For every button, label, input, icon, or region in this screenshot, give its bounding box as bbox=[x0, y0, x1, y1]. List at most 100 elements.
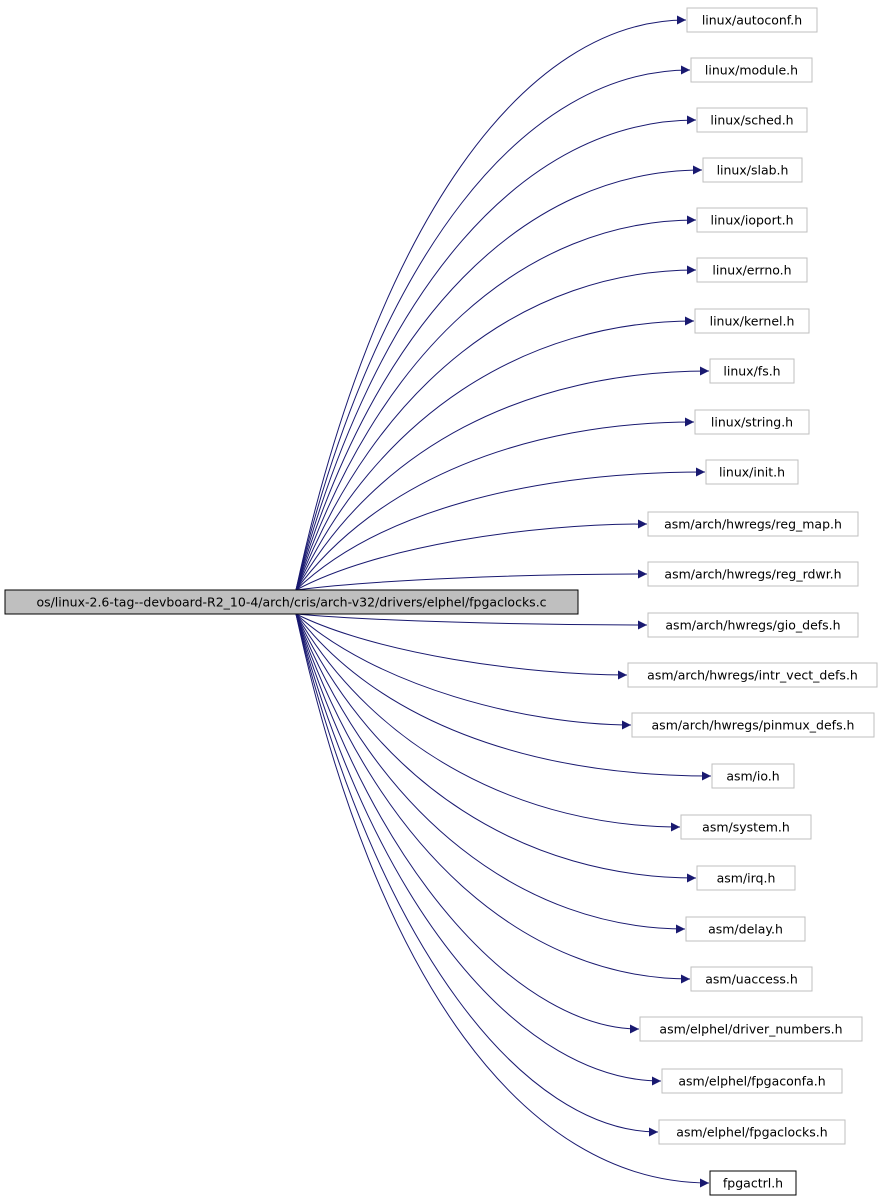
include-edges bbox=[295, 15, 712, 1188]
include-node-label: asm/io.h bbox=[726, 769, 779, 784]
include-nodes: linux/autoconf.h linux/module.h linux/sche… bbox=[627, 7, 878, 1196]
include-node-label: linux/fs.h bbox=[723, 364, 780, 379]
include-edge bbox=[295, 316, 695, 591]
include-edge bbox=[295, 613, 697, 883]
include-edge bbox=[295, 15, 687, 591]
include-node-box bbox=[661, 1068, 843, 1094]
source-file-box bbox=[4, 589, 579, 615]
include-node-box bbox=[685, 916, 806, 942]
include-node[interactable]: asm/system.h bbox=[680, 814, 812, 840]
include-node[interactable]: linux/autoconf.h bbox=[686, 7, 818, 33]
include-node[interactable]: asm/delay.h bbox=[685, 916, 806, 942]
include-node-label: asm/elphel/fpgaclocks.h bbox=[676, 1125, 827, 1140]
include-node[interactable]: asm/io.h bbox=[711, 763, 795, 789]
include-node[interactable]: linux/slab.h bbox=[702, 157, 803, 183]
include-node-box bbox=[647, 561, 859, 587]
source-file-label: os/linux-2.6-tag--devboard-R2_10-4/arch/… bbox=[36, 595, 546, 610]
include-node[interactable]: asm/arch/hwregs/gio_defs.h bbox=[647, 612, 859, 638]
include-edge bbox=[295, 265, 697, 591]
include-node-label: asm/arch/hwregs/pinmux_defs.h bbox=[652, 718, 855, 733]
include-node-label: asm/arch/hwregs/reg_rdwr.h bbox=[664, 567, 841, 582]
include-node-label: asm/arch/hwregs/intr_vect_defs.h bbox=[647, 668, 858, 683]
include-node-box bbox=[647, 612, 859, 638]
include-edge bbox=[295, 366, 710, 591]
include-node-box bbox=[702, 157, 803, 183]
include-node-box bbox=[686, 7, 818, 33]
include-node-box bbox=[709, 1170, 797, 1196]
include-node-box bbox=[696, 207, 808, 233]
include-node-label: linux/sched.h bbox=[710, 113, 793, 128]
include-node-box bbox=[696, 865, 796, 891]
include-edge bbox=[295, 417, 695, 591]
include-node[interactable]: asm/elphel/fpgaclocks.h bbox=[658, 1119, 846, 1145]
include-node-label: linux/init.h bbox=[719, 465, 785, 480]
include-edge bbox=[295, 613, 681, 832]
include-node-label: asm/uaccess.h bbox=[705, 972, 798, 987]
include-node-label: linux/autoconf.h bbox=[702, 13, 802, 28]
include-edge bbox=[295, 613, 662, 1086]
include-node-label: asm/delay.h bbox=[708, 922, 783, 937]
include-node[interactable]: linux/sched.h bbox=[696, 107, 808, 133]
include-node-box bbox=[690, 966, 813, 992]
include-node[interactable]: linux/ioport.h bbox=[696, 207, 808, 233]
include-node-box bbox=[627, 662, 878, 688]
include-node-label: asm/elphel/driver_numbers.h bbox=[659, 1022, 842, 1037]
include-node-box bbox=[694, 308, 810, 334]
include-edge bbox=[295, 519, 648, 591]
include-node-label: asm/irq.h bbox=[717, 871, 776, 886]
include-node-label: linux/slab.h bbox=[717, 163, 789, 178]
include-edge bbox=[295, 613, 632, 730]
include-edge bbox=[295, 569, 648, 591]
include-node[interactable]: asm/uaccess.h bbox=[690, 966, 813, 992]
include-node-label: linux/errno.h bbox=[712, 263, 791, 278]
include-node-label: linux/module.h bbox=[705, 63, 798, 78]
include-node-box bbox=[696, 107, 808, 133]
include-edge bbox=[295, 613, 710, 1188]
include-node-box bbox=[696, 257, 808, 283]
include-edge bbox=[295, 215, 697, 591]
include-node-label: fpgactrl.h bbox=[723, 1176, 783, 1191]
include-node[interactable]: linux/init.h bbox=[705, 459, 799, 485]
include-node[interactable]: linux/module.h bbox=[690, 57, 813, 83]
include-edge bbox=[295, 65, 691, 591]
include-node[interactable]: asm/irq.h bbox=[696, 865, 796, 891]
include-node-label: linux/string.h bbox=[711, 415, 793, 430]
include-node-box bbox=[680, 814, 812, 840]
include-node-box bbox=[694, 409, 810, 435]
include-edge bbox=[295, 613, 691, 984]
include-node[interactable]: asm/arch/hwregs/intr_vect_defs.h bbox=[627, 662, 878, 688]
include-edge bbox=[295, 115, 697, 591]
include-node[interactable]: asm/arch/hwregs/reg_map.h bbox=[647, 511, 859, 537]
include-node-label: asm/system.h bbox=[702, 820, 790, 835]
include-edge bbox=[295, 467, 706, 591]
include-edge bbox=[295, 613, 712, 781]
include-node-box bbox=[705, 459, 799, 485]
include-node-box bbox=[631, 712, 875, 738]
include-node-label: asm/arch/hwregs/gio_defs.h bbox=[665, 618, 840, 633]
include-node-box bbox=[639, 1016, 863, 1042]
include-node-box bbox=[709, 358, 795, 384]
include-edge bbox=[295, 613, 640, 1034]
include-node[interactable]: linux/kernel.h bbox=[694, 308, 810, 334]
include-node-box bbox=[658, 1119, 846, 1145]
include-edge bbox=[295, 613, 648, 630]
include-node[interactable]: linux/string.h bbox=[694, 409, 810, 435]
include-node[interactable]: asm/arch/hwregs/pinmux_defs.h bbox=[631, 712, 875, 738]
include-edge bbox=[295, 613, 628, 680]
include-node-label: linux/ioport.h bbox=[710, 213, 793, 228]
include-node-label: asm/elphel/fpgaconfa.h bbox=[678, 1074, 825, 1089]
source-file-node[interactable]: os/linux-2.6-tag--devboard-R2_10-4/arch/… bbox=[4, 589, 579, 615]
include-node-box bbox=[690, 57, 813, 83]
include-node-label: asm/arch/hwregs/reg_map.h bbox=[664, 517, 842, 532]
include-node-label: linux/kernel.h bbox=[710, 314, 795, 329]
include-edge bbox=[295, 613, 686, 934]
include-node[interactable]: asm/elphel/fpgaconfa.h bbox=[661, 1068, 843, 1094]
include-node[interactable]: asm/elphel/driver_numbers.h bbox=[639, 1016, 863, 1042]
include-node[interactable]: linux/fs.h bbox=[709, 358, 795, 384]
include-node[interactable]: asm/arch/hwregs/reg_rdwr.h bbox=[647, 561, 859, 587]
include-edge bbox=[295, 613, 659, 1137]
include-node[interactable]: linux/errno.h bbox=[696, 257, 808, 283]
include-edge bbox=[295, 165, 703, 591]
include-node[interactable]: fpgactrl.h bbox=[709, 1170, 797, 1196]
